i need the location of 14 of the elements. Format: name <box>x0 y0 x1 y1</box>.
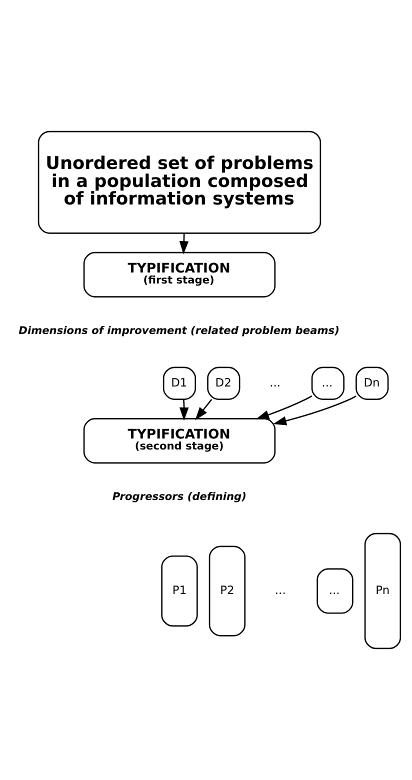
node-box: TYPIFICATION (second stage) <box>83 418 276 464</box>
node-box: Unordered set of problems in a population composed of information systems <box>38 130 322 234</box>
label: Progressors (defining) <box>112 491 246 504</box>
label: Dimensions of improvement (related problem beams) <box>18 324 340 337</box>
arrow <box>256 395 312 420</box>
label: ... <box>270 375 281 390</box>
arrow <box>273 396 356 426</box>
node-box: ... <box>316 568 354 614</box>
arrow <box>195 399 212 420</box>
node-box: P1 <box>161 555 198 627</box>
label: ... <box>274 583 286 598</box>
node-box: TYPIFICATION (first stage) <box>83 252 276 298</box>
node-box: P2 <box>208 546 246 636</box>
node-box: Pn <box>364 532 402 650</box>
